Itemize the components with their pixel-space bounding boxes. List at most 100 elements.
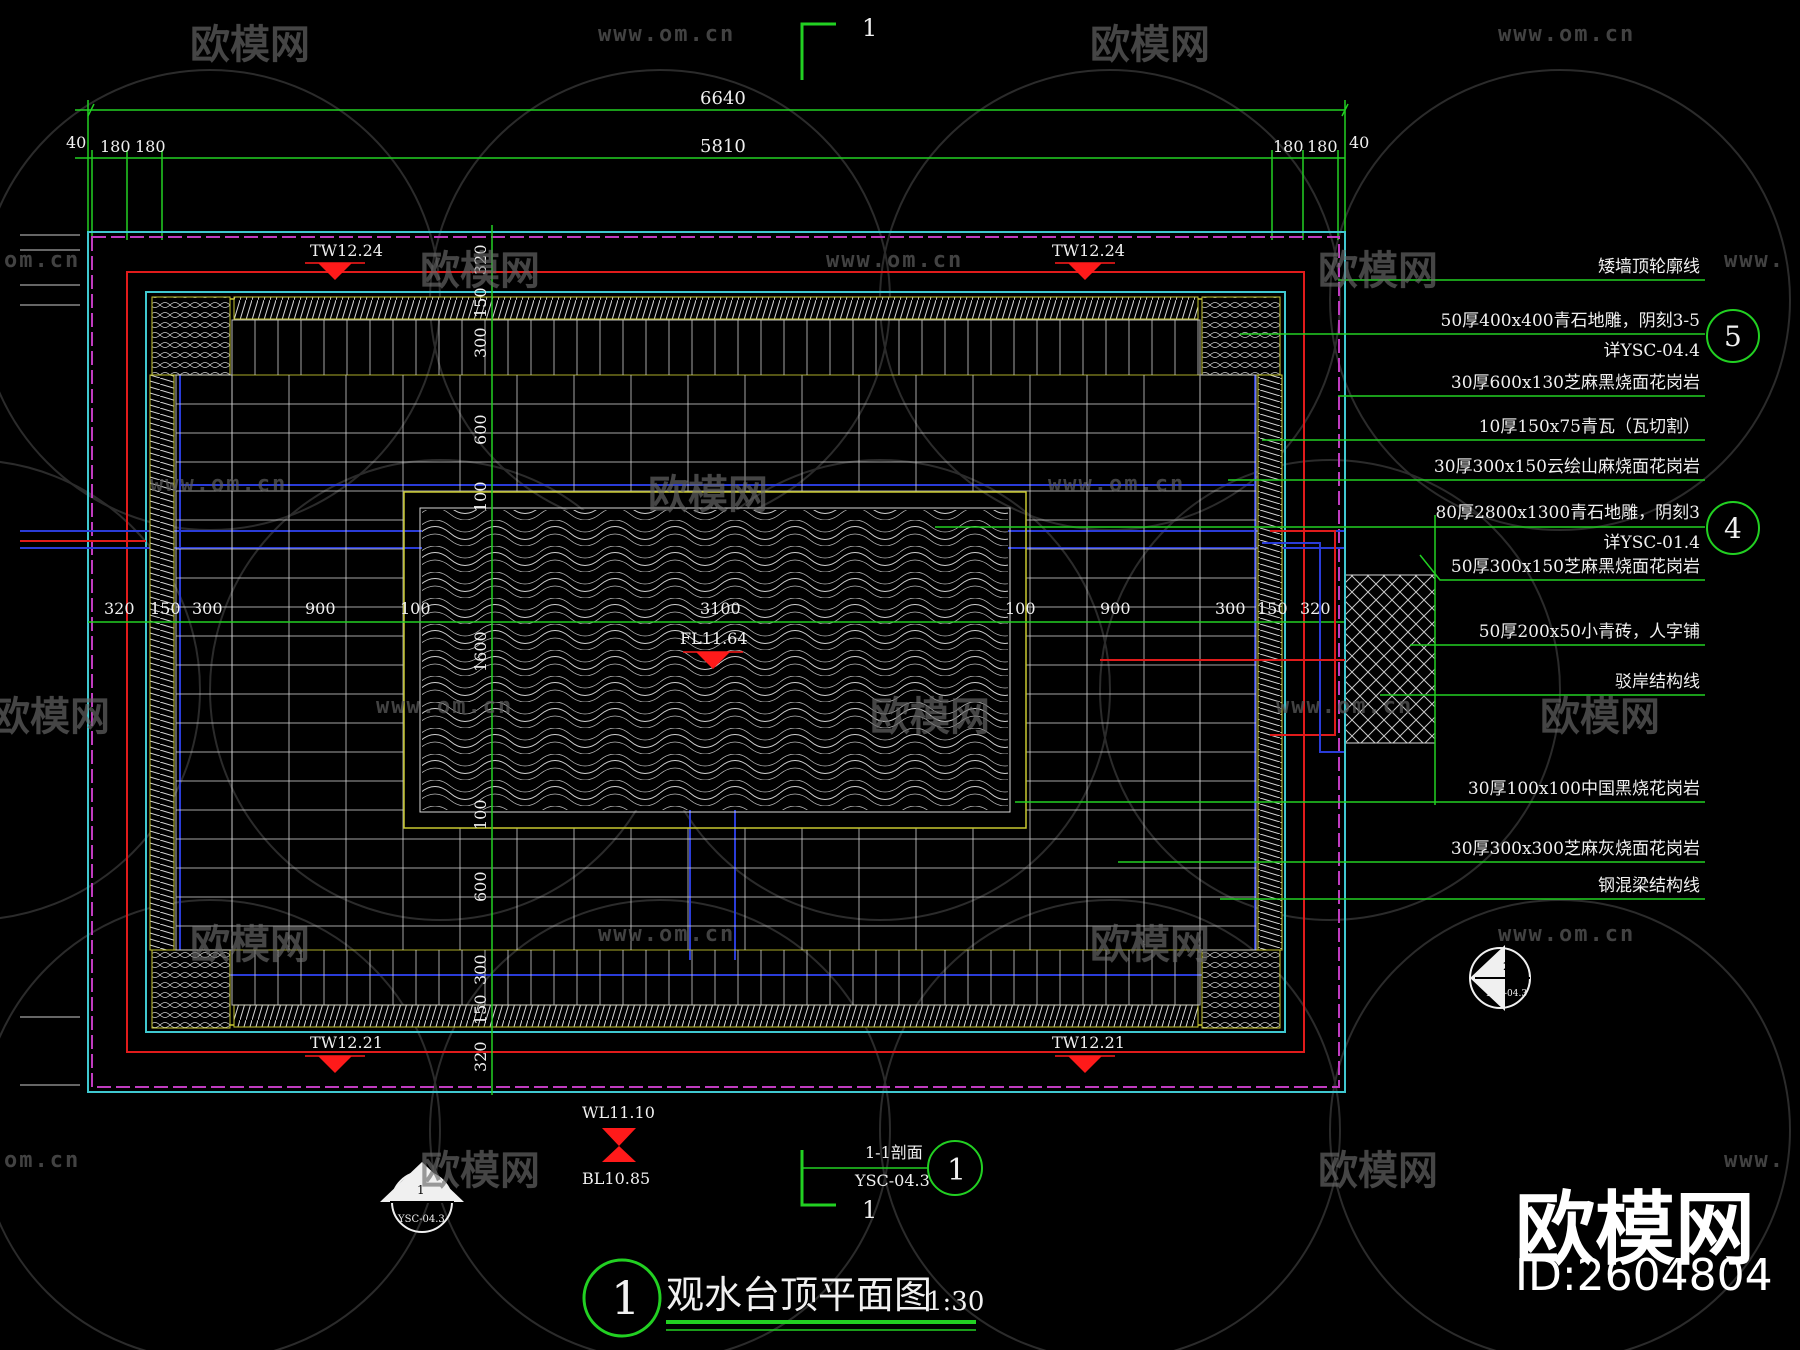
index-right-top: 2 <box>1503 960 1510 973</box>
watermark-url: www.om.cn <box>598 922 736 947</box>
dim-h-11: 320 <box>1300 599 1331 618</box>
elevation-markers <box>318 263 1102 1162</box>
callout-leaders <box>935 279 1705 900</box>
callout-circle-5: 5 <box>1724 320 1742 353</box>
callout-3: 详YSC-04.4 <box>1604 341 1700 361</box>
dim-overall: 6640 <box>700 88 746 109</box>
elev-tw-top-right: TW12.24 <box>1052 241 1125 260</box>
dimension-line-horizontal <box>88 225 1345 1095</box>
watermark-brand: 欧模网 <box>1318 248 1438 294</box>
dim-top-right-2: 180 <box>1307 137 1338 156</box>
index-right-bottom: YSC-04.3 <box>1484 989 1527 999</box>
callout-7: 80厚2800x1300青石地雕，阴刻3 <box>1435 503 1700 523</box>
callout-labels: 矮墙顶轮廓线 50厚400x400青石地雕，阴刻3-5 详YSC-04.4 30… <box>1434 257 1700 896</box>
dim-top-left-2: 180 <box>100 137 131 156</box>
callout-6: 30厚300x150云绘山麻烧面花岗岩 <box>1434 457 1700 477</box>
elev-tw-bottom-right: TW12.21 <box>1052 1033 1125 1052</box>
elev-tw-bottom-left: TW12.21 <box>310 1033 383 1052</box>
index-symbol-left <box>380 1162 464 1233</box>
dim-h-1: 320 <box>104 599 135 618</box>
watermark-url: om.cn <box>4 1148 81 1173</box>
carving-frame <box>403 491 1027 829</box>
dim-v-10: 150 <box>471 994 490 1025</box>
callout-1: 矮墙顶轮廓线 <box>1598 257 1700 277</box>
brand-id: ID:2604804 <box>1515 1250 1773 1301</box>
watermark-url: www.om.cn <box>1498 922 1636 947</box>
callout-circle-4: 4 <box>1724 512 1742 545</box>
section-circle-number: 1 <box>947 1153 966 1188</box>
title-scale: 1:30 <box>926 1287 984 1317</box>
watermark-url: www.om.cn <box>1276 694 1414 719</box>
watermark-url: www. <box>1724 248 1785 273</box>
title-underline <box>666 1320 976 1331</box>
section-mark-bottom <box>800 1150 836 1207</box>
watermark-url: www.om.cn <box>1498 22 1636 47</box>
structure-lines <box>20 300 1345 1025</box>
callout-8: 详YSC-01.4 <box>1604 533 1700 553</box>
callout-9: 50厚300x150芝麻黑烧面花岗岩 <box>1451 557 1700 577</box>
section-ref: YSC-04.3 <box>854 1171 930 1190</box>
watermark-brand: 欧模网 <box>1090 22 1210 68</box>
brand-logo-text: 欧模网 <box>1515 1183 1755 1276</box>
dim-h-3: 300 <box>192 599 223 618</box>
section-label: 1-1剖面 <box>865 1143 923 1162</box>
watermark-brand: 欧模网 <box>1318 1148 1438 1194</box>
dim-h-5: 100 <box>400 599 431 618</box>
watermark-brand: 欧模网 <box>420 248 540 294</box>
paving-grid-horizontals <box>176 403 1256 927</box>
watermark-url: www.om.cn <box>826 248 964 273</box>
title-name: 观水台顶平面图 <box>666 1273 932 1317</box>
watermark-brand: 欧模网 <box>190 922 310 968</box>
watermark-url: www. <box>1724 1148 1785 1173</box>
section-number-top: 1 <box>862 14 877 42</box>
dim-h-7: 100 <box>1005 599 1036 618</box>
dim-top-left-1: 40 <box>66 133 86 152</box>
watermark-url: www.om.cn <box>598 22 736 47</box>
dim-top-right-1: 180 <box>1273 137 1304 156</box>
watermark-brand: 欧模网 <box>870 694 990 740</box>
dim-v-9: 300 <box>471 954 490 985</box>
section-circle <box>927 1140 983 1196</box>
watermark-url: om.cn <box>4 248 81 273</box>
elev-fl-center: FL11.64 <box>680 629 748 648</box>
watermark-brand: 欧模网 <box>1540 694 1660 740</box>
callout-12: 30厚100x100中国黑烧花岗岩 <box>1468 779 1700 799</box>
section-mark-top <box>800 22 836 80</box>
watermark-brand: 欧模网 <box>420 1148 540 1194</box>
dim-v-4: 600 <box>471 414 490 445</box>
dimension-lines-top <box>75 100 1349 240</box>
watermark-url: www.om.cn <box>150 472 288 497</box>
dim-v-5: 100 <box>471 481 490 512</box>
stub-lines-grey <box>20 234 80 1086</box>
dim-v-1: 320 <box>471 244 490 275</box>
callout-2: 50厚400x400青石地雕，阴刻3-5 <box>1441 311 1701 331</box>
dim-inner: 5810 <box>700 136 746 157</box>
watermark-brand: 欧模网 <box>0 694 110 740</box>
index-left-bottom: YSC-04.3 <box>397 1214 445 1225</box>
watermark-url: www.om.cn <box>1048 472 1186 497</box>
title-number-circle <box>582 1258 662 1338</box>
dim-v-3: 300 <box>471 327 490 358</box>
dim-h-6: 3100 <box>700 599 741 618</box>
index-symbol-right <box>1469 945 1531 1011</box>
dim-v-6: 1600 <box>471 631 490 672</box>
callout-circles <box>1706 309 1760 555</box>
elev-wl: WL11.10 <box>582 1103 655 1122</box>
callout-5: 10厚150x75青瓦（瓦切割） <box>1479 417 1700 437</box>
callout-10: 50厚200x50小青砖，人字铺 <box>1479 622 1700 642</box>
right-section-detail <box>1100 515 1436 805</box>
dim-h-10: 150 <box>1257 599 1288 618</box>
dim-h-8: 900 <box>1100 599 1131 618</box>
index-left-top: 1 <box>417 1183 425 1197</box>
dim-top-right-3: 40 <box>1349 133 1369 152</box>
dim-v-7: 100 <box>471 799 490 830</box>
elev-tw-top-left: TW12.24 <box>310 241 383 260</box>
dim-top-left-3: 180 <box>135 137 166 156</box>
callout-14: 钢混梁结构线 <box>1598 876 1700 896</box>
rope-border-bands <box>149 296 1283 1028</box>
elev-bl: BL10.85 <box>582 1169 650 1188</box>
watermark-brand: 欧模网 <box>648 472 768 518</box>
title-number: 1 <box>611 1271 640 1325</box>
callout-13: 30厚300x300芝麻灰烧面花岗岩 <box>1451 839 1700 859</box>
